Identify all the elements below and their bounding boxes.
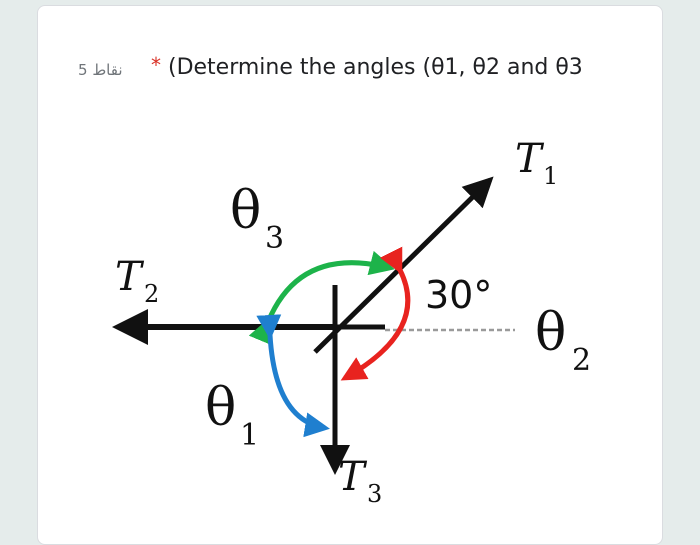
theta1-arc [256, 314, 330, 438]
svg-text:3: 3 [265, 221, 284, 256]
theta2-label: θ 2 [535, 303, 591, 378]
svg-text:θ: θ [205, 378, 236, 438]
svg-text:2: 2 [144, 280, 159, 308]
angle-30-label: 30° [425, 273, 492, 317]
svg-text:1: 1 [543, 162, 558, 190]
t2-label: T 2 [115, 254, 159, 308]
svg-text:T: T [515, 136, 545, 182]
question-text: (Determine the angles (θ1, θ2 and θ3 [168, 55, 583, 80]
svg-text:1: 1 [240, 418, 259, 453]
svg-text:θ: θ [535, 303, 566, 363]
svg-text:θ: θ [230, 181, 261, 241]
theta1-label: θ 1 [205, 378, 259, 453]
svg-text:3: 3 [367, 480, 382, 508]
force-diagram: T 1 T 2 T 3 θ 3 θ 2 θ 1 30° [112, 136, 591, 508]
svg-text:T: T [115, 254, 145, 300]
theta3-arc [248, 250, 395, 346]
svg-text:2: 2 [572, 343, 591, 378]
required-marker: * [151, 53, 161, 77]
t1-label: T 1 [515, 136, 558, 190]
theta2-arc [340, 246, 411, 381]
theta3-label: θ 3 [230, 181, 284, 256]
t3-label: T 3 [338, 454, 382, 508]
svg-text:T: T [338, 454, 368, 500]
points-label: 5 نقاط [78, 61, 123, 79]
question-header: 5 نقاط * (Determine the angles (θ1, θ2 a… [38, 51, 664, 91]
